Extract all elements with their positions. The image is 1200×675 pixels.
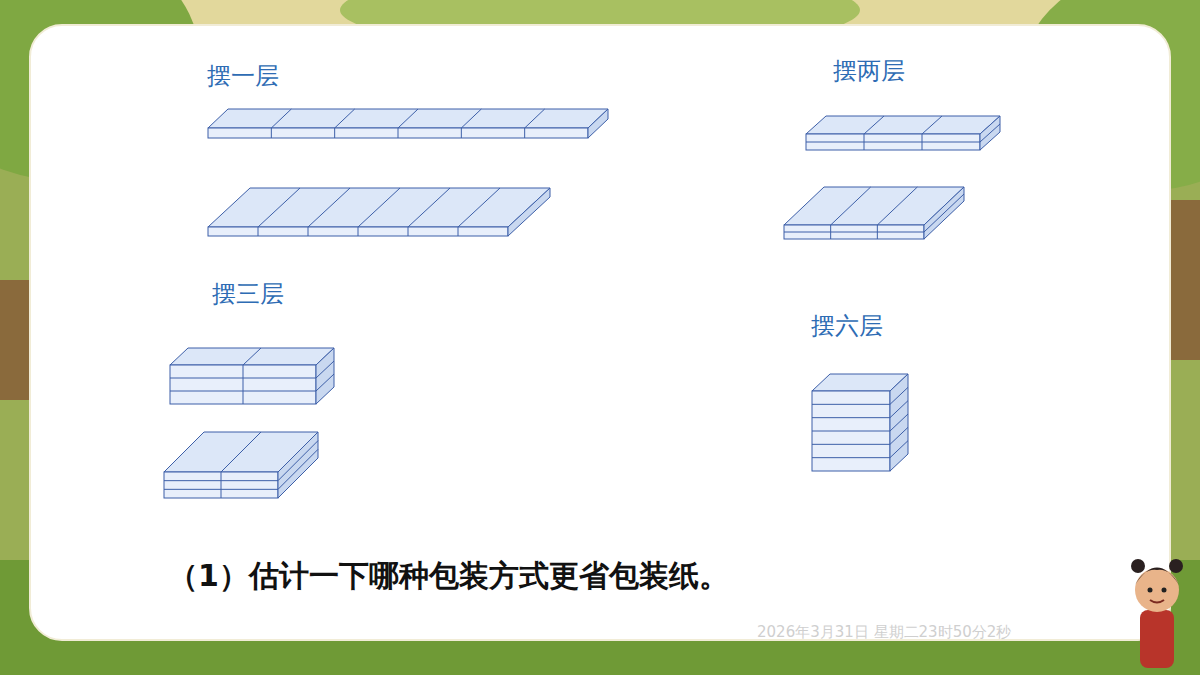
stack-side-face <box>316 348 334 404</box>
layer-divider <box>890 441 908 458</box>
book-divider <box>308 188 350 227</box>
tree-trunk <box>1168 200 1200 360</box>
book-stack <box>164 432 318 498</box>
book-divider <box>221 432 261 472</box>
stack-side-face <box>278 432 318 498</box>
book-divider <box>458 227 459 236</box>
book-divider <box>461 109 481 128</box>
book-divider <box>258 188 300 227</box>
character-body <box>1140 610 1174 668</box>
layer-divider <box>278 449 318 489</box>
character-bun <box>1131 559 1145 573</box>
book-divider <box>358 188 400 227</box>
layer-divider <box>784 232 924 233</box>
stack-heading: 摆两层 <box>833 57 905 86</box>
layer-divider <box>812 444 890 445</box>
cartoon-character <box>1131 559 1183 668</box>
character-eye <box>1162 588 1167 593</box>
question-text: （1）估计一下哪种包装方式更省包装纸。 <box>168 558 729 594</box>
book-divider <box>458 188 500 227</box>
stack-front-face <box>806 134 980 150</box>
book-divider <box>358 227 359 236</box>
book-divider <box>922 116 942 134</box>
character-bun <box>1169 559 1183 573</box>
layer-divider <box>316 374 334 391</box>
stack-front-face <box>208 128 588 138</box>
layer-divider <box>812 457 890 458</box>
layer-divider <box>164 480 278 481</box>
character-mouth <box>1150 600 1164 603</box>
stack-side-face <box>924 187 964 239</box>
book-divider <box>335 109 355 128</box>
layer-divider <box>812 417 890 418</box>
book-divider <box>398 109 418 128</box>
stack-top-face <box>208 188 550 227</box>
stack-top-face <box>208 109 608 128</box>
layer-divider <box>890 387 908 404</box>
book-divider <box>461 128 462 138</box>
book-divider <box>525 109 545 128</box>
book-divider <box>308 227 309 236</box>
book-divider <box>271 128 272 138</box>
book-divider <box>243 348 261 365</box>
stack-side-face <box>508 188 550 236</box>
book-stack <box>208 188 550 236</box>
stack-top-face <box>806 116 1000 134</box>
stack-front-face <box>164 472 278 498</box>
layer-divider <box>890 414 908 431</box>
book-divider <box>243 365 244 404</box>
book-divider <box>877 187 917 225</box>
book-divider <box>408 227 409 236</box>
stack-heading: 摆三层 <box>212 280 284 309</box>
layer-divider <box>890 427 908 444</box>
layer-divider <box>924 194 964 232</box>
stack-top-face <box>170 348 334 365</box>
book-divider <box>398 128 399 138</box>
character-head <box>1135 568 1179 612</box>
book-stack <box>170 348 334 404</box>
stack-side-face <box>890 374 908 471</box>
book-divider <box>831 187 871 225</box>
book-divider <box>408 188 450 227</box>
stack-heading: 摆一层 <box>207 62 279 91</box>
stack-side-face <box>980 116 1000 150</box>
layer-divider <box>164 489 278 490</box>
timestamp-watermark: 2026年3月31日 星期二23时50分2秒 <box>757 623 1011 641</box>
layer-divider <box>806 142 980 143</box>
layer-divider <box>170 391 316 392</box>
white-panel <box>30 25 1170 640</box>
book-stack <box>812 374 908 471</box>
character-eye <box>1148 588 1153 593</box>
stack-front-face <box>784 225 924 239</box>
layer-divider <box>812 404 890 405</box>
book-stack <box>806 116 1000 150</box>
layer-divider <box>890 401 908 418</box>
book-divider <box>864 116 884 134</box>
layer-divider <box>980 124 1000 142</box>
book-divider <box>271 109 291 128</box>
layer-divider <box>316 361 334 378</box>
book-divider <box>221 472 222 498</box>
stack-front-face <box>208 227 508 236</box>
book-divider <box>258 227 259 236</box>
layer-divider <box>170 378 316 379</box>
stack-front-face <box>812 391 890 471</box>
book-stack <box>208 109 608 138</box>
stack-front-face <box>170 365 316 404</box>
layer-divider <box>812 431 890 432</box>
stack-heading: 摆六层 <box>811 312 883 341</box>
book-divider <box>524 128 525 138</box>
block-stacks <box>164 109 1000 498</box>
layer-divider <box>278 441 318 481</box>
book-divider <box>334 128 335 138</box>
stack-side-face <box>588 109 608 138</box>
book-stack <box>784 187 964 239</box>
